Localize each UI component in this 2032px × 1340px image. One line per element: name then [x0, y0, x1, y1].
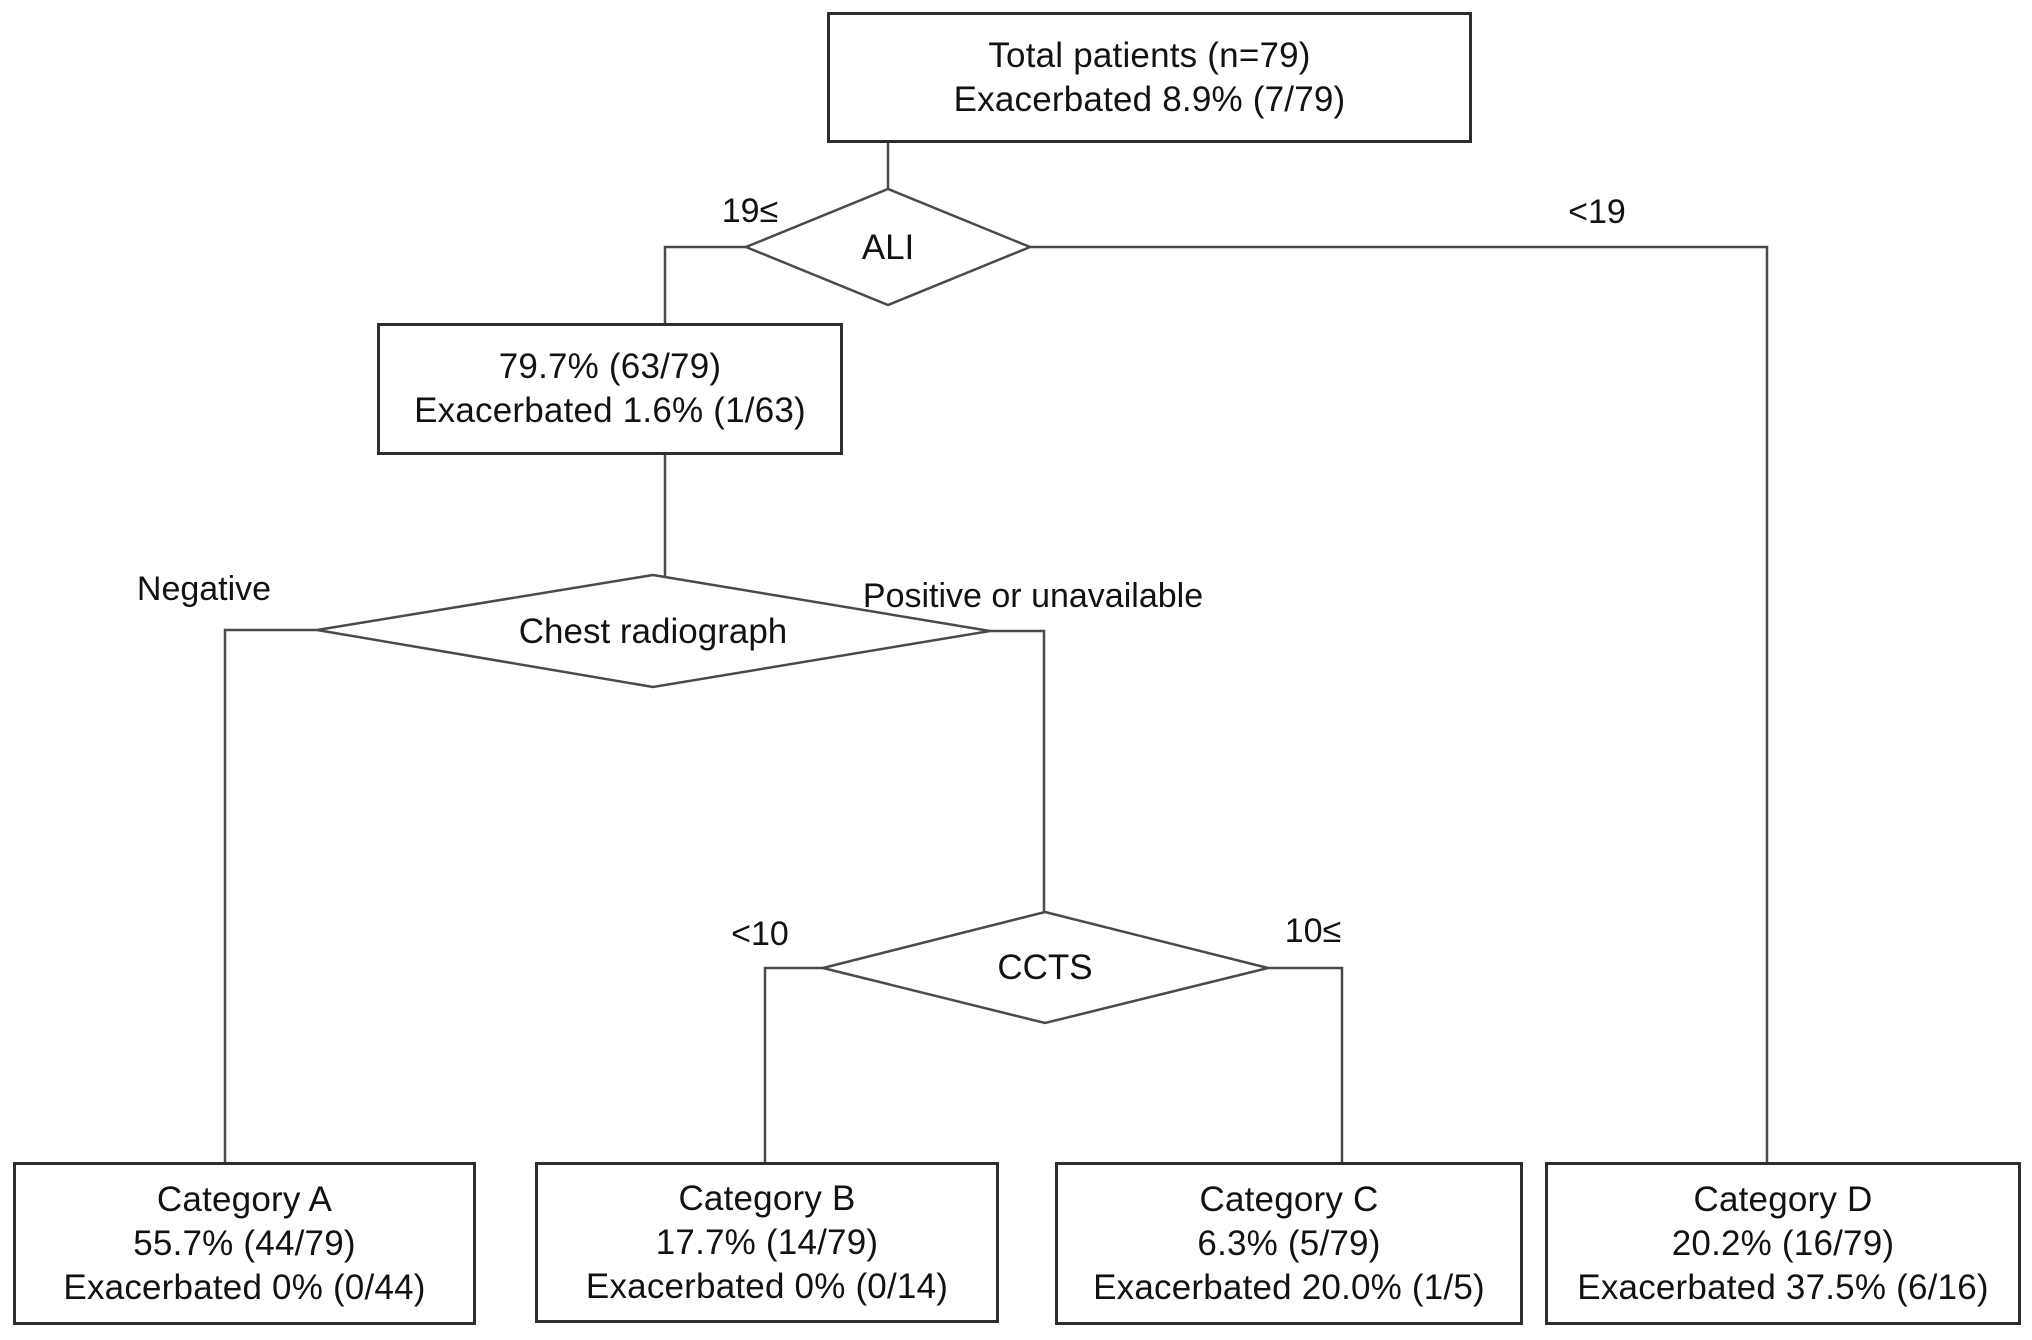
node-text-line: Exacerbated 20.0% (1/5) [1093, 1267, 1485, 1307]
decision-label-ali: ALI [861, 228, 915, 267]
node-category-c: Category C 6.3% (5/79) Exacerbated 20.0%… [1055, 1162, 1523, 1325]
ali-decision-diamond [742, 187, 1034, 307]
node-text-line: Category B [678, 1178, 856, 1218]
edge-label-ccts-right: 10≤ [1284, 912, 1342, 950]
node-text-line: 55.7% (44/79) [133, 1223, 356, 1263]
connector-chest-negative-to-category-a [223, 628, 317, 1163]
node-category-d: Category D 20.2% (16/79) Exacerbated 37.… [1545, 1162, 2021, 1325]
chest-radiograph-decision-diamond [316, 573, 991, 689]
node-text-line: Category C [1199, 1179, 1379, 1219]
node-text-line: 17.7% (14/79) [655, 1222, 879, 1262]
edge-label-ali-right: <19 [1568, 193, 1626, 231]
connector-ali-right-to-category-d [1030, 245, 1769, 1163]
node-text-line: Total patients (n=79) [988, 35, 1311, 75]
node-text-line: Exacerbated 0% (0/14) [585, 1266, 949, 1306]
edge-label-ccts-left: <10 [731, 915, 789, 953]
edge-label-chest-positive: Positive or unavailable [862, 577, 1204, 615]
node-text-line: Exacerbated 8.9% (7/79) [953, 79, 1346, 119]
node-text-line: 79.7% (63/79) [498, 347, 722, 386]
node-text-line: 6.3% (5/79) [1197, 1223, 1381, 1263]
decision-label-ccts: CCTS [997, 948, 1093, 987]
node-category-a: Category A 55.7% (44/79) Exacerbated 0% … [13, 1162, 476, 1325]
node-ali-low-branch: 79.7% (63/79) Exacerbated 1.6% (1/63) [377, 323, 843, 455]
node-text-line: 20.2% (16/79) [1671, 1223, 1895, 1263]
edge-label-ali-left: 19≤ [721, 192, 779, 230]
node-text-line: Exacerbated 37.5% (6/16) [1577, 1267, 1989, 1307]
decision-label-chest-radiograph: Chest radiograph [518, 612, 788, 651]
connector-ccts-left-to-category-b [763, 966, 823, 1163]
ccts-decision-diamond [822, 910, 1269, 1025]
node-text-line: Exacerbated 1.6% (1/63) [414, 391, 806, 430]
connector-chest-positive-to-ccts [990, 629, 1046, 913]
node-text-line: Category D [1693, 1179, 1873, 1219]
edge-label-chest-negative: Negative [136, 570, 272, 608]
node-text-line: Exacerbated 0% (0/44) [63, 1267, 426, 1307]
connector-ali-left-branch [663, 245, 746, 325]
connector-ccts-right-to-category-c [1268, 966, 1344, 1163]
node-total-patients: Total patients (n=79) Exacerbated 8.9% (… [827, 12, 1472, 143]
node-text-line: Category A [156, 1179, 333, 1219]
node-category-b: Category B 17.7% (14/79) Exacerbated 0% … [535, 1162, 999, 1323]
